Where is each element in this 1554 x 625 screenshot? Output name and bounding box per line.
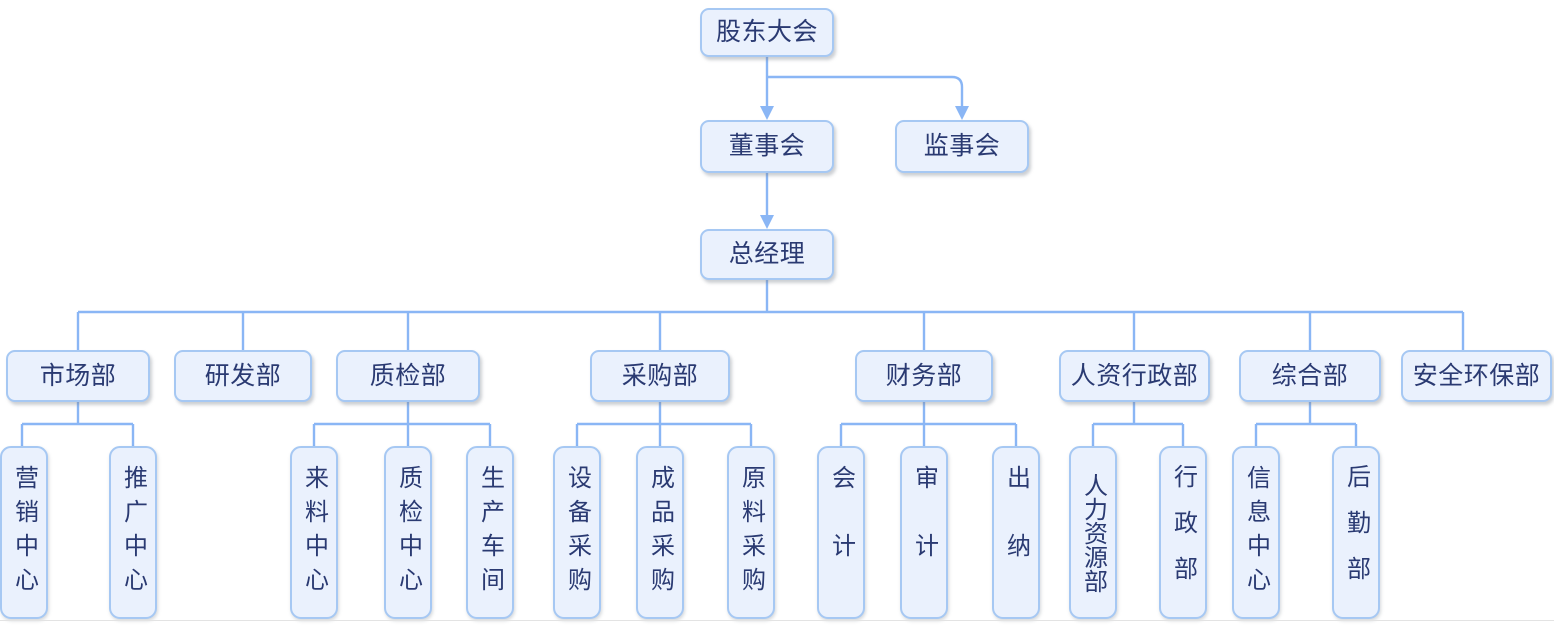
node-label: 原料采购 <box>737 464 764 601</box>
subunit-general-logistics[interactable]: 后勤部 <box>1332 446 1380 619</box>
subunit-procurement-equipment[interactable]: 设备采购 <box>553 446 601 619</box>
subunit-procurement-raw-material[interactable]: 原料采购 <box>727 446 775 619</box>
subunit-marketing-sales-center[interactable]: 营销中心 <box>0 446 48 619</box>
bottom-divider <box>0 620 1554 621</box>
subunit-qc-production-workshop[interactable]: 生产车间 <box>466 446 514 619</box>
node-label: 采购部 <box>621 362 699 390</box>
node-label: 会计 <box>827 464 854 601</box>
subunit-finance-cashier[interactable]: 出纳 <box>992 446 1040 619</box>
department-safety[interactable]: 安全环保部 <box>1401 350 1552 402</box>
subunit-marketing-promotion-center[interactable]: 推广中心 <box>109 446 157 619</box>
node-label: 综合部 <box>1271 362 1349 390</box>
node-label: 质检中心 <box>394 464 421 601</box>
node-label: 质检部 <box>369 362 447 390</box>
department-marketing[interactable]: 市场部 <box>6 350 150 402</box>
subunit-qc-inspection-center[interactable]: 质检中心 <box>384 446 432 619</box>
node-shareholders[interactable]: 股东大会 <box>700 8 834 57</box>
node-label: 后勤部 <box>1342 463 1369 602</box>
node-label: 安全环保部 <box>1412 362 1541 390</box>
department-procurement[interactable]: 采购部 <box>590 350 730 402</box>
subunit-procurement-finished-goods[interactable]: 成品采购 <box>636 446 684 619</box>
node-general-manager[interactable]: 总经理 <box>700 229 834 280</box>
node-label: 推广中心 <box>119 464 146 601</box>
node-label: 信息中心 <box>1242 464 1269 601</box>
node-label: 研发部 <box>204 362 282 390</box>
node-label: 来料中心 <box>300 464 327 601</box>
department-qc[interactable]: 质检部 <box>336 350 480 402</box>
node-label: 营销中心 <box>10 464 37 601</box>
subunit-finance-audit[interactable]: 审计 <box>900 446 948 619</box>
node-board[interactable]: 董事会 <box>700 120 834 173</box>
department-general[interactable]: 综合部 <box>1239 350 1381 402</box>
node-label: 市场部 <box>39 362 117 390</box>
node-label: 总经理 <box>728 241 806 268</box>
subunit-qc-incoming-material-center[interactable]: 来料中心 <box>290 446 338 619</box>
node-label: 成品采购 <box>646 464 673 601</box>
subunit-hr-human-resources[interactable]: 人力资源部 <box>1069 446 1117 619</box>
node-supervisors[interactable]: 监事会 <box>895 120 1029 173</box>
subunit-general-information-center[interactable]: 信息中心 <box>1232 446 1280 619</box>
node-label: 财务部 <box>885 362 963 390</box>
node-label: 监事会 <box>923 133 1001 160</box>
department-finance[interactable]: 财务部 <box>855 350 993 402</box>
node-label: 出纳 <box>1002 464 1029 601</box>
node-label: 人资行政部 <box>1070 362 1199 390</box>
subunit-hr-administration[interactable]: 行政部 <box>1159 446 1207 619</box>
department-hr-admin[interactable]: 人资行政部 <box>1059 350 1210 402</box>
department-rd[interactable]: 研发部 <box>174 350 312 402</box>
node-label: 人力资源部 <box>1079 472 1106 593</box>
subunit-finance-accounting[interactable]: 会计 <box>817 446 865 619</box>
node-label: 审计 <box>910 464 937 601</box>
node-label: 行政部 <box>1169 463 1196 602</box>
node-label: 董事会 <box>728 133 806 160</box>
node-label: 生产车间 <box>476 464 503 601</box>
node-label: 股东大会 <box>715 19 818 46</box>
node-label: 设备采购 <box>563 464 590 601</box>
